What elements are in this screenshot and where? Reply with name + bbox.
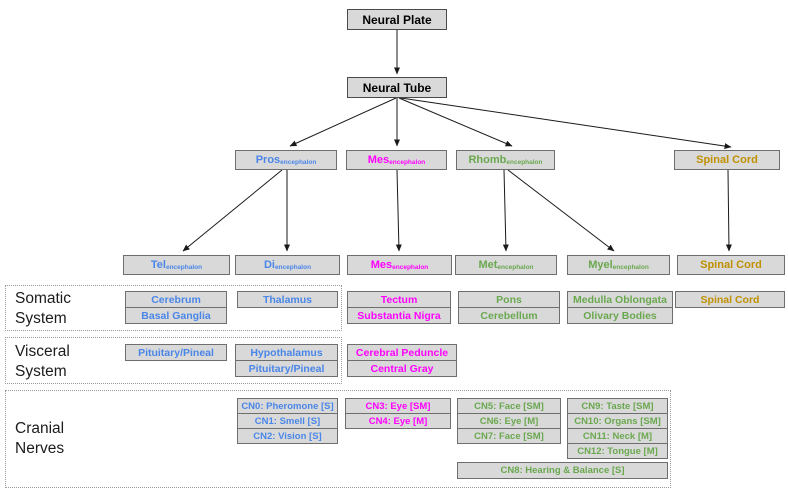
node-sublabel: encephalon xyxy=(612,263,649,271)
node-label: Met xyxy=(478,259,498,271)
somatic-system-section-box xyxy=(5,285,342,331)
node-cn9-taste: CN9: Taste [SM] xyxy=(567,398,668,414)
node-cn2-vision: CN2: Vision [S] xyxy=(237,428,338,444)
node-cn8-hearing-balance: CN8: Hearing & Balance [S] xyxy=(457,462,668,479)
node-substantia-nigra: Substantia Nigra xyxy=(347,307,451,324)
visceral-system-label: Visceral System xyxy=(15,342,70,383)
node-cn4-eye: CN4: Eye [M] xyxy=(345,413,451,429)
node-hypothalamus: Hypothalamus xyxy=(235,344,338,361)
node-neural-tube: Neural Tube xyxy=(347,77,447,98)
node-cn10-organs: CN10: Organs [SM] xyxy=(567,413,668,429)
somatic-system-label: Somatic System xyxy=(15,289,71,330)
node-cn7-face: CN7: Face [SM] xyxy=(457,428,561,444)
node-sublabel: encephalon xyxy=(506,158,543,166)
node-label: Rhomb xyxy=(468,154,507,166)
node-sublabel: encephalon xyxy=(165,263,203,271)
visceral-system-label-line1: Visceral xyxy=(15,343,70,360)
node-basal-ganglia: Basal Ganglia xyxy=(125,307,227,324)
node-sublabel: encephalon xyxy=(280,158,317,166)
node-cn0-pheromone: CN0: Pheromone [S] xyxy=(237,398,338,414)
node-neural-plate: Neural Plate xyxy=(347,9,447,30)
node-sublabel: encephalon xyxy=(497,263,534,271)
node-label: Di xyxy=(263,259,275,271)
node-spinal-cord-mid: Spinal Cord xyxy=(677,255,785,275)
node-spinal-cord-somatic: Spinal Cord xyxy=(675,291,785,308)
node-cn6-eye: CN6: Eye [M] xyxy=(457,413,561,429)
node-cn11-neck: CN11: Neck [M] xyxy=(567,428,668,444)
node-sublabel: encephalon xyxy=(392,263,429,271)
visceral-system-section-box xyxy=(5,337,342,384)
node-cn5-face: CN5: Face [SM] xyxy=(457,398,561,414)
node-tectum: Tectum xyxy=(347,291,451,308)
node-pons: Pons xyxy=(458,291,560,308)
node-spinal-cord-top: Spinal Cord xyxy=(674,150,780,170)
node-medulla-oblongata: Medulla Oblongata xyxy=(567,291,673,308)
cranial-nerves-label-line2: Nerves xyxy=(15,440,65,458)
node-cn3-eye: CN3: Eye [SM] xyxy=(345,398,451,414)
node-pituitary-pineal-tel: Pituitary/Pineal xyxy=(125,344,227,361)
node-cerebellum: Cerebellum xyxy=(458,307,560,324)
node-cn1-smell: CN1: Smell [S] xyxy=(237,413,338,429)
node-pituitary-pineal-di: Pituitary/Pineal xyxy=(235,360,338,377)
visceral-system-label-line2: System xyxy=(15,363,67,381)
cranial-nerves-label-line1: Cranial xyxy=(15,420,65,437)
node-cerebrum: Cerebrum xyxy=(125,291,227,308)
node-central-gray: Central Gray xyxy=(347,360,457,377)
cranial-nerves-section-box xyxy=(5,390,671,488)
node-olivary-bodies: Olivary Bodies xyxy=(567,307,673,324)
node-label: Mes xyxy=(370,259,393,271)
node-label: Mes xyxy=(367,154,390,166)
node-label: Myel xyxy=(588,259,613,271)
node-thalamus: Thalamus xyxy=(237,291,338,308)
node-sublabel: encephalon xyxy=(389,158,426,166)
node-label: Pros xyxy=(255,154,281,166)
node-label: Tel xyxy=(150,259,166,271)
cranial-nerves-label: Cranial Nerves xyxy=(15,419,64,460)
node-cerebral-peduncle: Cerebral Peduncle xyxy=(347,344,457,361)
node-cn12-tongue: CN12: Tongue [M] xyxy=(567,443,668,459)
node-sublabel: encephalon xyxy=(274,263,312,271)
somatic-system-label-line2: System xyxy=(15,310,67,328)
somatic-system-label-line1: Somatic xyxy=(15,290,71,307)
